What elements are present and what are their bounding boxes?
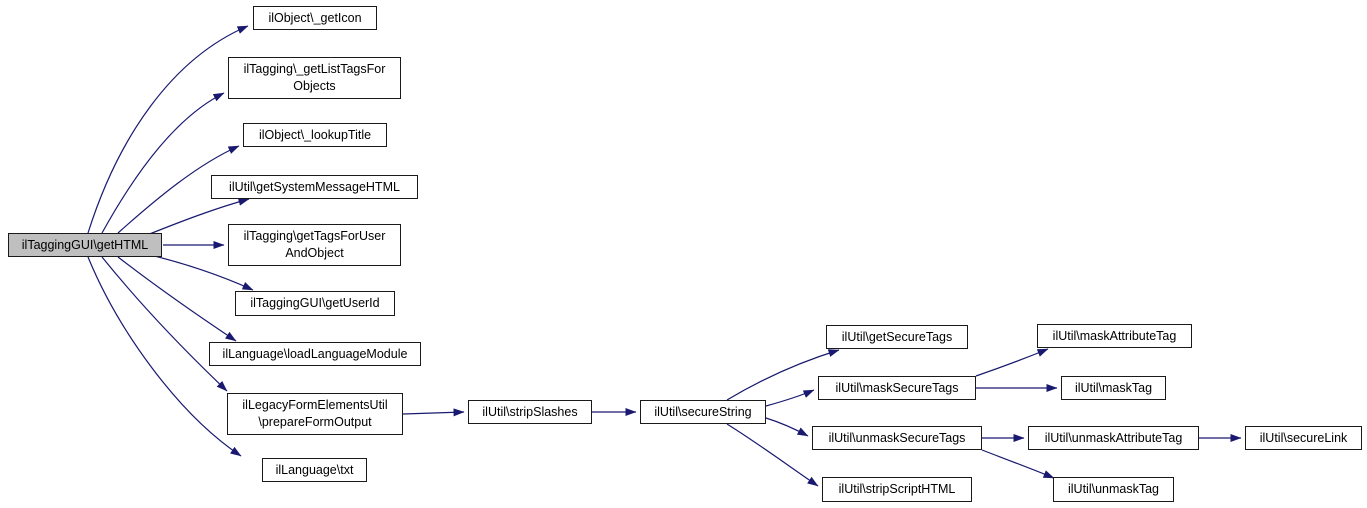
node-getSecureTags[interactable]: ilUtil\getSecureTags (826, 325, 968, 349)
node-lookupTitle[interactable]: ilObject\_lookupTitle (243, 123, 387, 147)
node-stripScriptHTML[interactable]: ilUtil\stripScriptHTML (822, 477, 972, 502)
node-unmaskSecureTags[interactable]: ilUtil\unmaskSecureTags (812, 426, 982, 450)
node-unmaskTag[interactable]: ilUtil\unmaskTag (1053, 477, 1174, 502)
node-getTagsForUserAndObject[interactable]: ilTagging\getTagsForUser AndObject (228, 224, 401, 266)
edge-unmaskSecureTags-to-unmaskTag (981, 449, 1055, 479)
node-stripSlashes[interactable]: ilUtil\stripSlashes (468, 400, 592, 424)
node-prepareFormOutput[interactable]: ilLegacyFormElementsUtil \prepareFormOut… (227, 393, 403, 435)
node-unmaskAttributeTag[interactable]: ilUtil\unmaskAttributeTag (1028, 426, 1199, 450)
node-getHTML[interactable]: ilTaggingGUI\getHTML (8, 233, 162, 257)
edge-secureString-to-unmaskSecureTags (765, 417, 809, 437)
node-txt[interactable]: ilLanguage\txt (262, 458, 367, 482)
node-secureLink[interactable]: ilUtil\secureLink (1245, 426, 1362, 450)
edge-maskSecureTags-to-maskAttributeTag (975, 348, 1049, 377)
node-getIcon[interactable]: ilObject\_getIcon (253, 6, 377, 30)
edge-secureString-to-stripScriptHTML (726, 423, 819, 487)
edge-getHTML-to-getSystemMessageHTML (141, 197, 250, 238)
edge-getHTML-to-getIcon (87, 25, 249, 234)
edge-secureString-to-getSecureTags (726, 349, 840, 401)
edge-prepareFormOutput-to-stripSlashes (402, 408, 465, 417)
node-loadLanguageModule[interactable]: ilLanguage\loadLanguageModule (209, 342, 421, 366)
node-secureString[interactable]: ilUtil\secureString (640, 400, 766, 424)
edge-getHTML-to-loadLanguageModule (117, 256, 237, 342)
edge-getHTML-to-lookupTitle (117, 145, 240, 234)
edge-secureString-to-maskSecureTags (765, 389, 815, 407)
node-maskAttributeTag[interactable]: ilUtil\maskAttributeTag (1037, 324, 1192, 348)
node-maskTag[interactable]: ilUtil\maskTag (1061, 376, 1166, 400)
edge-getHTML-to-getListTagsForObjects (101, 92, 225, 234)
node-getSystemMessageHTML[interactable]: ilUtil\getSystemMessageHTML (211, 175, 418, 199)
node-getListTagsForObjects[interactable]: ilTagging\_getListTagsFor Objects (228, 57, 401, 99)
edge-getHTML-to-txt (87, 256, 242, 457)
edge-getHTML-to-prepareFormOutput (101, 256, 228, 392)
node-getUserId[interactable]: ilTaggingGUI\getUserId (235, 291, 395, 316)
node-maskSecureTags[interactable]: ilUtil\maskSecureTags (818, 376, 976, 400)
